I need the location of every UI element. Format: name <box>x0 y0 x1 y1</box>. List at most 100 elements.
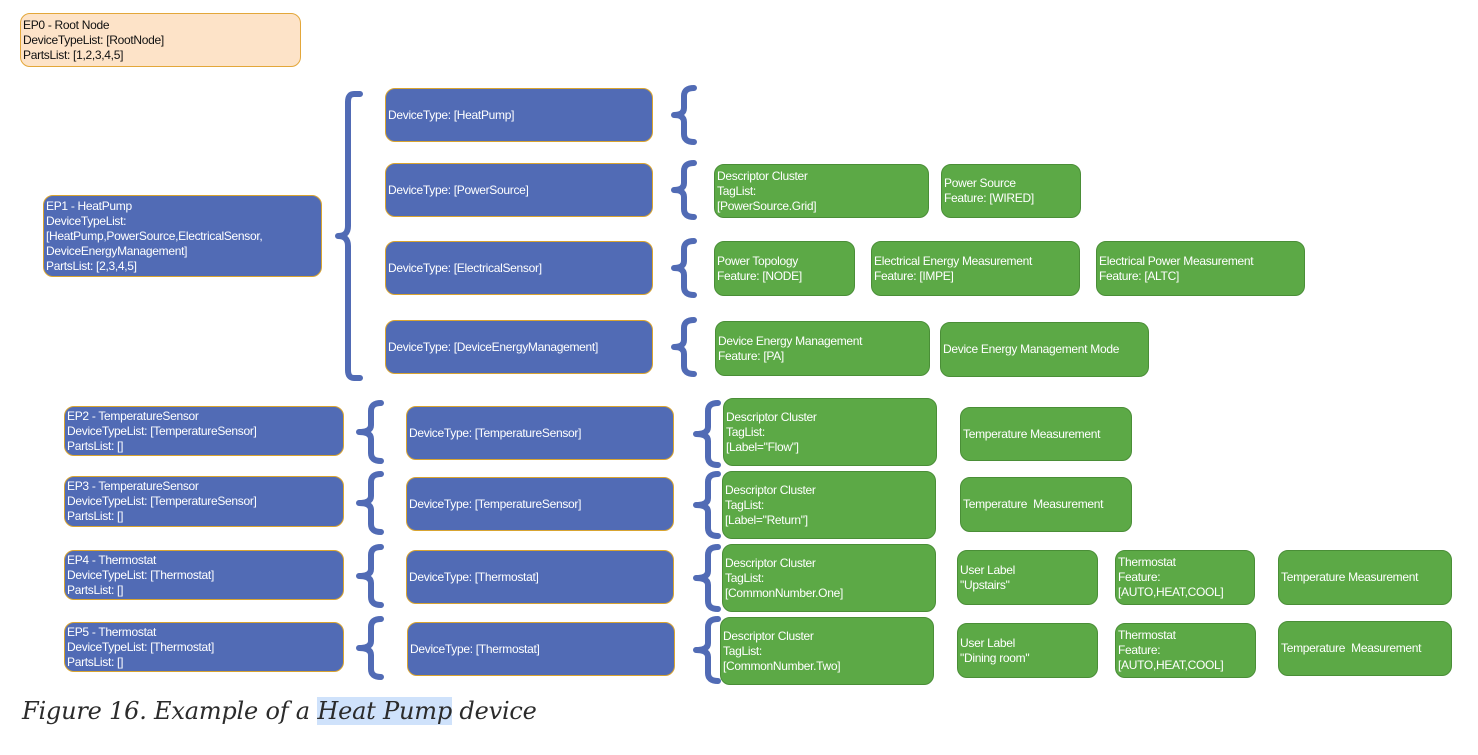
endpoint-device-type-list: DeviceTypeList: [Thermostat] <box>67 567 214 582</box>
cluster-name: Descriptor Cluster <box>723 628 814 643</box>
device-type-thermostat: DeviceType: [Thermostat] <box>407 622 675 676</box>
cluster-temperature-measurement: Temperature Measurement <box>960 407 1132 461</box>
endpoint-ep4: EP4 - Thermostat DeviceTypeList: [Thermo… <box>64 550 344 600</box>
endpoint-ep2: EP2 - TemperatureSensor DeviceTypeList: … <box>64 406 344 456</box>
cluster-detail: [Label="Return"] <box>725 512 808 527</box>
cluster-name: Thermostat <box>1118 555 1176 569</box>
endpoint-device-type-list: [HeatPump,PowerSource,ElectricalSensor, <box>46 228 263 243</box>
cluster-detail: [CommonNumber.Two] <box>723 658 841 673</box>
cluster-device-energy-management: Device Energy Management Feature: [PA] <box>715 321 930 376</box>
device-type-powersource: DeviceType: [PowerSource] <box>385 163 653 217</box>
caption-highlight: Heat Pump <box>317 697 452 725</box>
brace-icon <box>693 471 721 539</box>
device-type-label: DeviceType: [DeviceEnergyManagement] <box>388 339 598 354</box>
root-node-device-type-list: DeviceTypeList: [RootNode] <box>23 32 164 47</box>
cluster-detail: Feature: [IMPE] <box>874 268 954 283</box>
brace-icon <box>356 616 384 680</box>
cluster-detail: [Label="Flow"] <box>726 439 799 454</box>
cluster-power-source: Power Source Feature: [WIRED] <box>941 164 1081 218</box>
cluster-name: Descriptor Cluster <box>725 555 816 570</box>
endpoint-title: EP1 - HeatPump <box>46 198 132 213</box>
cluster-detail: TagList: <box>717 183 756 198</box>
endpoint-title: EP3 - TemperatureSensor <box>67 479 199 493</box>
endpoint-title: EP5 - Thermostat <box>67 624 157 639</box>
cluster-detail: Feature: [PA] <box>718 348 784 363</box>
cluster-name: Temperature Measurement <box>963 426 1101 441</box>
cluster-name: Temperature Measurement <box>1281 641 1422 655</box>
brace-icon <box>671 317 697 377</box>
brace-icon <box>671 238 697 298</box>
brace-icon <box>671 85 697 145</box>
endpoint-ep1: EP1 - HeatPump DeviceTypeList: [HeatPump… <box>43 195 322 277</box>
device-type-temperaturesensor: DeviceType: [TemperatureSensor] <box>406 477 674 531</box>
cluster-descriptor: Descriptor Cluster TagList: [PowerSource… <box>714 164 929 218</box>
device-type-label: DeviceType: [Thermostat] <box>409 569 539 584</box>
brace-icon <box>693 544 721 612</box>
device-type-deviceenergymanagement: DeviceType: [DeviceEnergyManagement] <box>385 320 653 374</box>
cluster-electrical-power-measurement: Electrical Power Measurement Feature: [A… <box>1096 241 1305 296</box>
brace-icon <box>356 471 384 535</box>
cluster-detail: TagList: <box>726 424 765 439</box>
endpoint-parts-list: PartsList: [2,3,4,5] <box>46 258 137 273</box>
cluster-power-topology: Power Topology Feature: [NODE] <box>714 241 855 296</box>
brace-icon <box>671 160 697 220</box>
cluster-descriptor: Descriptor Cluster TagList: [Label="Flow… <box>723 398 937 466</box>
cluster-name: Temperature Measurement <box>1281 570 1419 584</box>
cluster-name: Thermostat <box>1118 628 1176 642</box>
cluster-user-label: User Label "Dining room" <box>957 623 1098 678</box>
brace-icon <box>693 400 721 468</box>
cluster-temperature-measurement: Temperature Measurement <box>960 477 1132 532</box>
brace-icon <box>356 544 384 608</box>
cluster-thermostat: Thermostat Feature: [AUTO,HEAT,COOL] <box>1115 623 1256 678</box>
cluster-detail: TagList: <box>725 497 764 512</box>
endpoint-device-type-list-label: DeviceTypeList: <box>46 213 127 228</box>
cluster-detail: Feature: <box>1118 570 1161 584</box>
endpoint-parts-list: PartsList: [] <box>67 654 124 669</box>
root-node-title: EP0 - Root Node <box>23 17 110 32</box>
caption-suffix: device <box>452 697 537 725</box>
device-type-label: DeviceType: [ElectricalSensor] <box>388 260 542 275</box>
cluster-descriptor: Descriptor Cluster TagList: [Label="Retu… <box>722 471 936 539</box>
cluster-detail: Feature: [NODE] <box>717 268 802 283</box>
device-type-label: DeviceType: [TemperatureSensor] <box>409 425 582 440</box>
device-type-label: DeviceType: [HeatPump] <box>388 107 515 122</box>
large-brace-icon <box>335 91 363 381</box>
cluster-name: Electrical Energy Measurement <box>874 253 1033 268</box>
device-type-thermostat: DeviceType: [Thermostat] <box>406 550 674 604</box>
root-node-parts-list: PartsList: [1,2,3,4,5] <box>23 47 124 62</box>
endpoint-parts-list: PartsList: [] <box>67 438 124 453</box>
cluster-name: User Label <box>960 635 1016 650</box>
endpoint-device-type-list: DeviceTypeList: [TemperatureSensor] <box>67 423 257 438</box>
cluster-name: Descriptor Cluster <box>717 168 808 183</box>
cluster-temperature-measurement: Temperature Measurement <box>1278 550 1452 605</box>
device-type-label: DeviceType: [PowerSource] <box>388 182 529 197</box>
cluster-name: Power Source <box>944 176 1016 190</box>
cluster-name: Temperature Measurement <box>963 497 1104 511</box>
cluster-detail: Feature: [WIRED] <box>944 191 1034 205</box>
caption-prefix: Figure 16. Example of a <box>22 697 318 725</box>
cluster-detail: Feature: <box>1118 643 1161 657</box>
cluster-detail: TagList: <box>723 643 762 658</box>
cluster-temperature-measurement: Temperature Measurement <box>1278 621 1452 676</box>
cluster-name: Device Energy Management <box>718 333 863 348</box>
cluster-descriptor: Descriptor Cluster TagList: [CommonNumbe… <box>722 544 936 612</box>
endpoint-title: EP2 - TemperatureSensor <box>67 408 199 423</box>
figure-caption: Figure 16. Example of a Heat Pump device <box>22 697 537 725</box>
device-type-heatpump: DeviceType: [HeatPump] <box>385 88 653 142</box>
brace-icon <box>693 616 721 684</box>
cluster-detail: "Dining room" <box>960 650 1030 665</box>
cluster-electrical-energy-measurement: Electrical Energy Measurement Feature: [… <box>871 241 1080 296</box>
device-type-electricalsensor: DeviceType: [ElectricalSensor] <box>385 241 653 295</box>
cluster-name: Power Topology <box>717 253 798 268</box>
cluster-user-label: User Label "Upstairs" <box>957 550 1098 605</box>
cluster-detail: Feature: [ALTC] <box>1099 268 1179 283</box>
endpoint-device-type-list: DeviceTypeList: [TemperatureSensor] <box>67 494 257 508</box>
endpoint-device-type-list-cont: DeviceEnergyManagement] <box>46 243 188 258</box>
cluster-device-energy-management-mode: Device Energy Management Mode <box>940 322 1149 377</box>
root-node-ep0: EP0 - Root Node DeviceTypeList: [RootNod… <box>20 13 301 67</box>
cluster-detail: [CommonNumber.One] <box>725 585 843 600</box>
cluster-detail: [AUTO,HEAT,COOL] <box>1118 585 1224 599</box>
cluster-name: Descriptor Cluster <box>725 482 816 497</box>
cluster-name: Descriptor Cluster <box>726 409 817 424</box>
cluster-detail: [AUTO,HEAT,COOL] <box>1118 658 1224 672</box>
